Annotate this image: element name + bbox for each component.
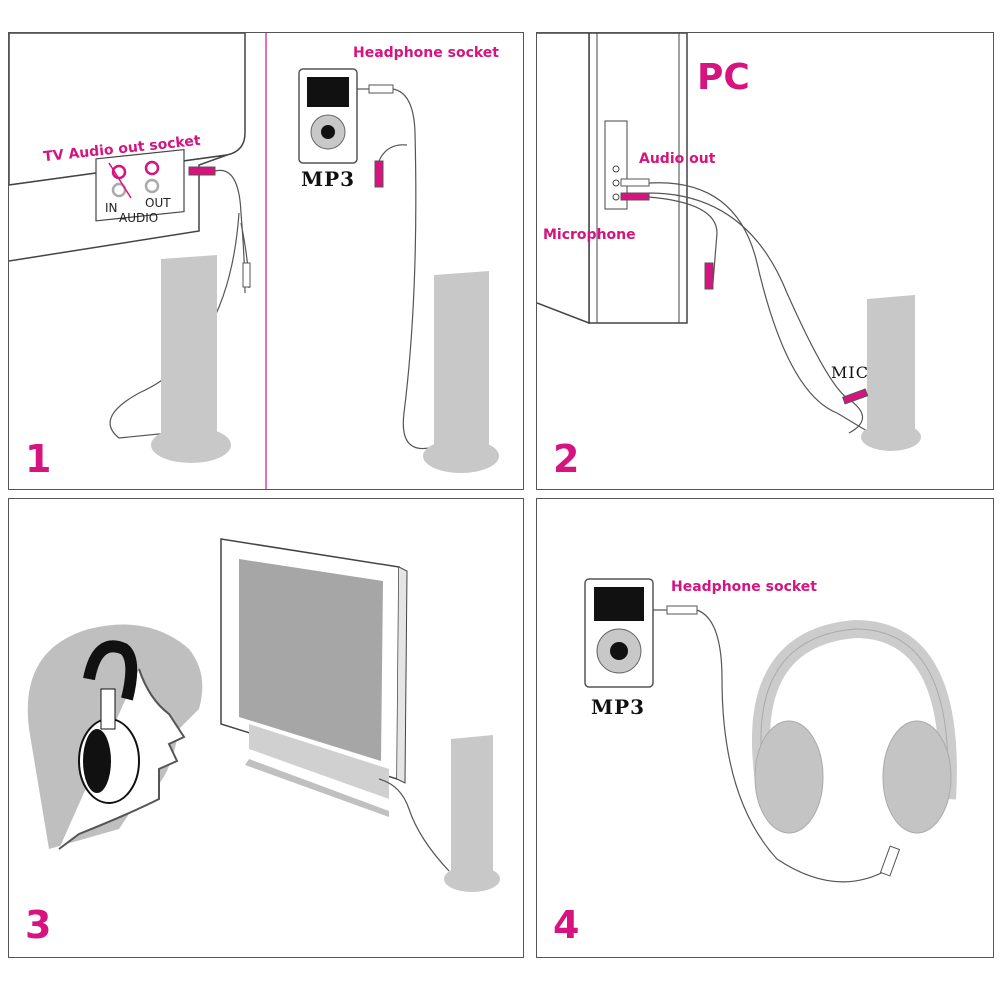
pc-tower-side	[537, 33, 590, 325]
jack-out-label: OUT	[145, 196, 171, 210]
microphone-label: Microphone	[543, 227, 636, 243]
right-ear-cup	[882, 720, 952, 834]
pink-plug-loose	[374, 160, 384, 188]
tv-stand-base	[245, 759, 389, 817]
transmitter-tower-2	[434, 271, 489, 449]
panel-step-1: TV Audio out socket IN OUT AUDIO Headpho…	[8, 32, 524, 490]
headphone-band	[83, 640, 138, 701]
mp3-screen	[594, 587, 644, 621]
headphone-jack-connector	[879, 845, 901, 877]
step-number-2: 2	[553, 437, 580, 481]
panel-step-4: Headphone socket MP3 4	[536, 498, 994, 958]
mp3-cable	[392, 88, 430, 450]
microphone-cable	[648, 196, 718, 284]
cable-connector	[242, 262, 251, 288]
mp3-center-button	[321, 125, 335, 139]
headphone-plug	[666, 605, 698, 615]
transmitter-base	[151, 427, 231, 463]
jack-audio-label: AUDIO	[119, 211, 159, 225]
tv-screen	[239, 559, 383, 761]
panel-3-illustration	[27, 538, 500, 892]
audio-out-plug	[620, 178, 650, 187]
tv-stand	[249, 724, 389, 799]
out-jack-red	[144, 160, 160, 176]
mic-label: MIC	[831, 363, 869, 382]
microphone-pink-connector	[704, 262, 714, 290]
panel-step-3: 3	[8, 498, 524, 958]
audio-out-cable	[648, 182, 868, 432]
panel-2-illustration	[537, 33, 921, 451]
mp3-center-button	[610, 642, 628, 660]
panel-4-illustration	[584, 578, 957, 883]
mp3-label: MP3	[591, 695, 646, 719]
panel-step-2: PC Audio out Microphone MIC 2	[536, 32, 994, 490]
panel-1-illustration	[9, 33, 499, 489]
transmitter-base-2	[423, 439, 499, 473]
mp3-screen	[307, 77, 349, 107]
in-jack-white	[111, 182, 127, 198]
step-number-4: 4	[553, 903, 580, 947]
transmitter-base	[861, 423, 921, 451]
pc-label: PC	[697, 57, 750, 98]
headphone-socket-label: Headphone socket	[353, 45, 499, 61]
transmitter-base	[444, 866, 500, 892]
transmitter-tower	[161, 255, 217, 437]
microphone-plug	[620, 192, 650, 201]
headphone-cable	[696, 609, 890, 883]
mic-cable-to-tower	[648, 192, 864, 434]
step-number-1: 1	[25, 437, 52, 481]
tv-cable	[378, 778, 450, 872]
audio-out-label: Audio out	[639, 151, 716, 167]
mic-pink-plug	[842, 388, 869, 405]
transmitter-tower	[451, 735, 493, 871]
mp3-label: MP3	[301, 167, 356, 191]
headphone-plug	[368, 84, 394, 94]
audio-jack-plate	[95, 148, 185, 222]
out-jack-white	[144, 178, 160, 194]
jack-in-label: IN	[105, 201, 118, 215]
pink-plug	[188, 166, 216, 176]
tv-frame-side	[396, 566, 408, 784]
cross-out	[108, 162, 132, 199]
pc-tower-front	[588, 33, 688, 324]
headphone-socket-label: Headphone socket	[671, 579, 817, 595]
pc-port-panel	[604, 120, 628, 210]
transmitter-tower	[867, 295, 915, 431]
left-ear-cup	[754, 720, 824, 834]
step-number-3: 3	[25, 903, 52, 947]
tv-cable-to-tower	[109, 212, 240, 439]
